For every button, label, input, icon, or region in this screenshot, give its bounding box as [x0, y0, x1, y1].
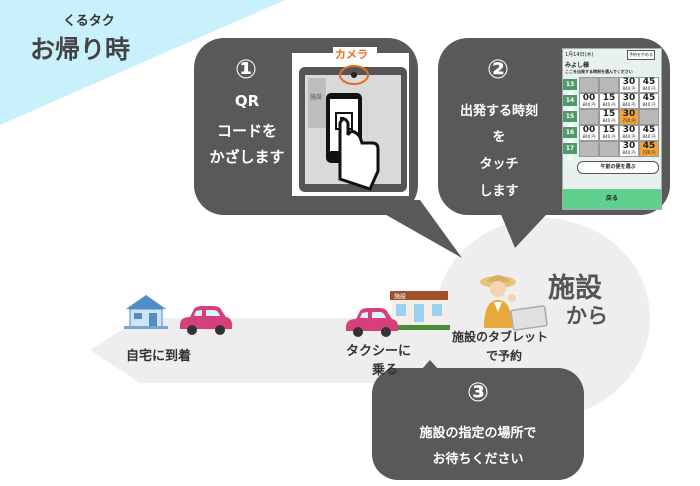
step3-bubble [372, 368, 584, 480]
step1-line3: かざします [209, 148, 285, 166]
taxi-label-line1: タクシーに [346, 344, 412, 359]
step2-line2: を [492, 130, 506, 145]
step3-line2: お待ちください [432, 452, 524, 467]
camera-label: カメラ [335, 48, 368, 61]
timetable-hour-label: 17時 [563, 143, 577, 163]
shop-sign: 施設 [394, 293, 406, 301]
timetable-slot [579, 77, 599, 93]
timetable-slot [579, 141, 599, 157]
banner-subtitle: くるタク [63, 14, 115, 29]
banner-background [0, 0, 285, 125]
timetable-hour-label: 15時 [563, 111, 577, 131]
banner-title: お帰り時 [30, 35, 131, 64]
step2-line3: タッチ [479, 157, 519, 172]
camera-label-box [333, 47, 377, 61]
step3-line1: 施設の指定の場所で [419, 426, 537, 441]
step1-number: ① [234, 55, 257, 85]
tablet-side-label: 施設 [310, 93, 322, 101]
timetable-prev-button[interactable]: 午前の便を選ぶ [577, 161, 659, 174]
facility-title-line2: から [566, 304, 608, 328]
timetable-hour-label: 16時 [563, 127, 577, 147]
timetable-screen: 1月14日(木) 予約をやめる みよし様 ここを出発する時刻を選んでください 1… [562, 48, 662, 210]
step2-line1: 出発する時刻 [459, 104, 538, 119]
timetable-hour-label: 13時 [563, 79, 577, 99]
timetable-slot [599, 141, 619, 157]
step1-line1: QR [234, 92, 260, 110]
step2-number: ② [486, 55, 509, 85]
taxi-car-icon [346, 308, 398, 337]
step1-line2: コードを [216, 122, 277, 140]
timetable-cancel-button[interactable]: 予約をやめる [627, 50, 655, 60]
timetable-slot [599, 77, 619, 93]
person-with-tablet-icon [480, 275, 548, 331]
home-taxi-car-icon [180, 306, 232, 335]
timetable-hour-label: 14時 [563, 95, 577, 115]
step3-number: ③ [466, 378, 489, 408]
home-house-icon [124, 295, 168, 329]
timetable-back-button[interactable]: 戻る [563, 189, 661, 209]
timetable-instruction: ここを出発する時刻を選んでください [565, 69, 633, 74]
timetable-date: 1月14日(木) [565, 52, 594, 58]
tablet-phone-icon: 施設 [299, 65, 407, 192]
timetable-slot [579, 109, 599, 125]
home-label: 自宅に到着 [126, 349, 192, 364]
timetable-user-name: みよし様 [565, 62, 590, 69]
taxi-label-line2: 乗る [372, 363, 399, 378]
step2-line4: します [479, 184, 519, 199]
facility-caption-line1: 施設のタブレット [452, 330, 549, 344]
facility-caption-line2: で予約 [486, 349, 523, 363]
facility-title-line1: 施設 [548, 273, 602, 304]
shop-building-icon: 施設 [388, 291, 450, 330]
timetable-slot [639, 109, 659, 125]
